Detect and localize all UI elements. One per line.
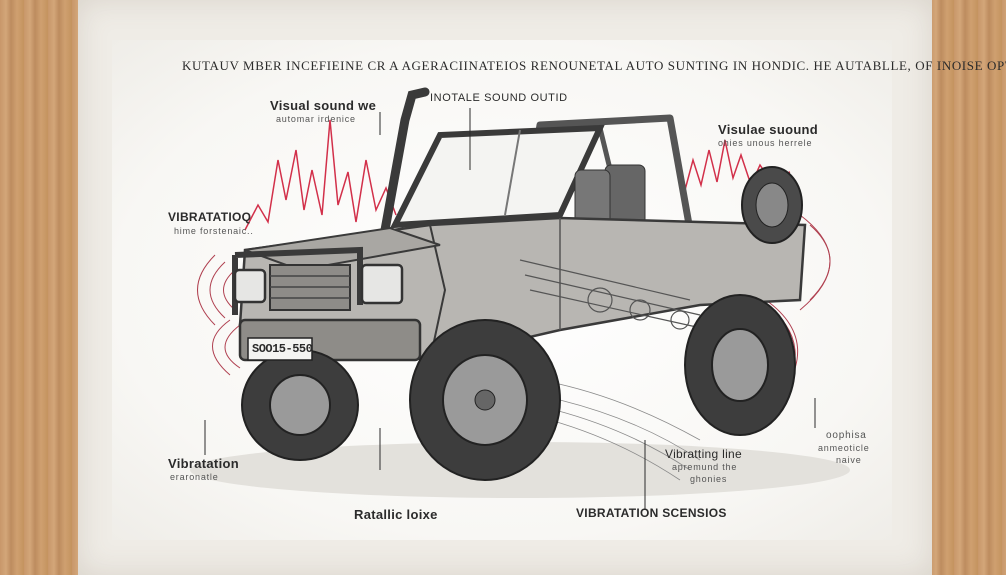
label-vibrating-line-sub1: apremund the [672,462,738,472]
wood-panel-left [0,0,80,575]
label-ratallic-loixe: Ratallic loixe [354,507,438,522]
vibration-arcs-left [197,254,241,376]
label-right-note-1: oophisa [826,430,867,441]
wood-panel-right [930,0,1006,575]
label-visulae-suound: Visulae suound [718,122,819,137]
label-visulae-suound-sub: ohies unous herrele [718,138,813,148]
label-right-note-2: anmeoticle [818,443,870,453]
headlight-right [360,263,404,305]
label-vibratation-top: VIBRATATIOQ [168,210,252,224]
drivetrain-detail [519,259,711,331]
sound-wave-left [244,119,397,231]
label-visual-sound: Visual sound we [270,98,377,113]
label-vibrating-line-sub2: ghonies [690,474,728,484]
windshield [389,124,605,229]
poster-title: KUTAUV MBER INCEFIEINE CR A AGERACIINATE… [182,58,1006,73]
sound-wave-right [684,139,791,191]
label-vibrating-line: Vibratting line [665,447,742,461]
wheel-rear [684,294,796,436]
label-vibratation-bottom: Vibratation [168,456,239,471]
label-visual-sound-sub: automar irdenice [276,114,356,124]
wheel-front-left [241,349,359,461]
label-inotale-sound: INOTALE SOUND OUTID [430,92,568,104]
callout-lines [204,108,816,510]
license-plate-frame [247,337,313,361]
headlight-left [233,268,267,304]
license-plate: SOO15-550 [252,342,313,356]
label-right-note-3: naive [836,455,862,465]
label-vibratation-bottom-sub: eraronatle [170,472,219,482]
label-vibratation-top-sub: hime forstenaic.. [174,226,254,236]
wheel-front-right [409,319,561,481]
snorkel [380,87,430,235]
motion-lines [539,379,701,481]
seat-front [604,164,646,226]
label-vibratation-scensios: VIBRATATION SCENSIOS [576,506,727,520]
